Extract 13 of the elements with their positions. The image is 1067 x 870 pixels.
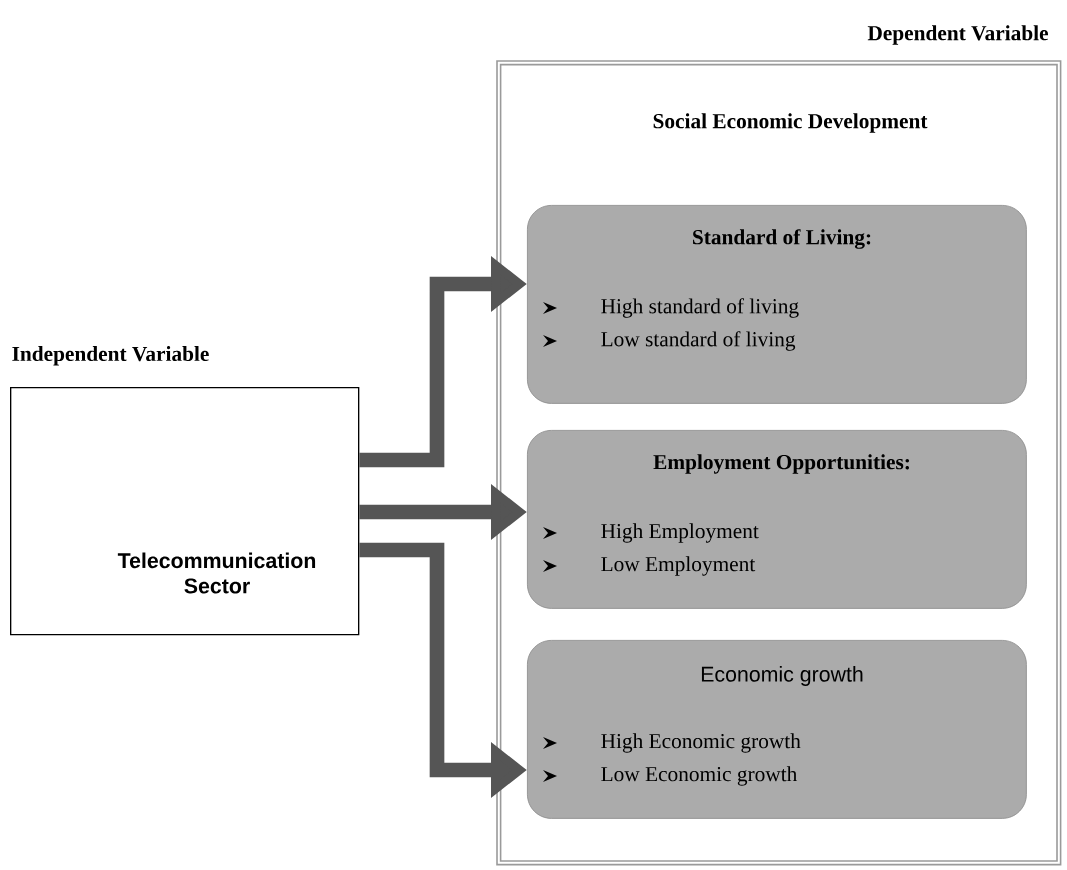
box-title: Economic growth [701, 666, 863, 686]
heading: Social Economic Development [653, 113, 928, 133]
heading: Dependent Variable [867, 25, 1049, 45]
list-item: Low Employment [601, 556, 756, 576]
box-title: Employment Opportunities: [653, 454, 909, 474]
heading: Independent Variable [12, 346, 209, 366]
list-item: High Employment [601, 523, 759, 543]
list-item: High standard of living [601, 298, 799, 318]
list-item: High Economic growth [601, 733, 801, 753]
list-item: Low standard of living [601, 331, 796, 351]
box-label: Telecommunication Sector [117, 552, 316, 594]
list-item: Low Economic growth [601, 766, 798, 786]
box-title: Standard of Living: [693, 229, 871, 249]
